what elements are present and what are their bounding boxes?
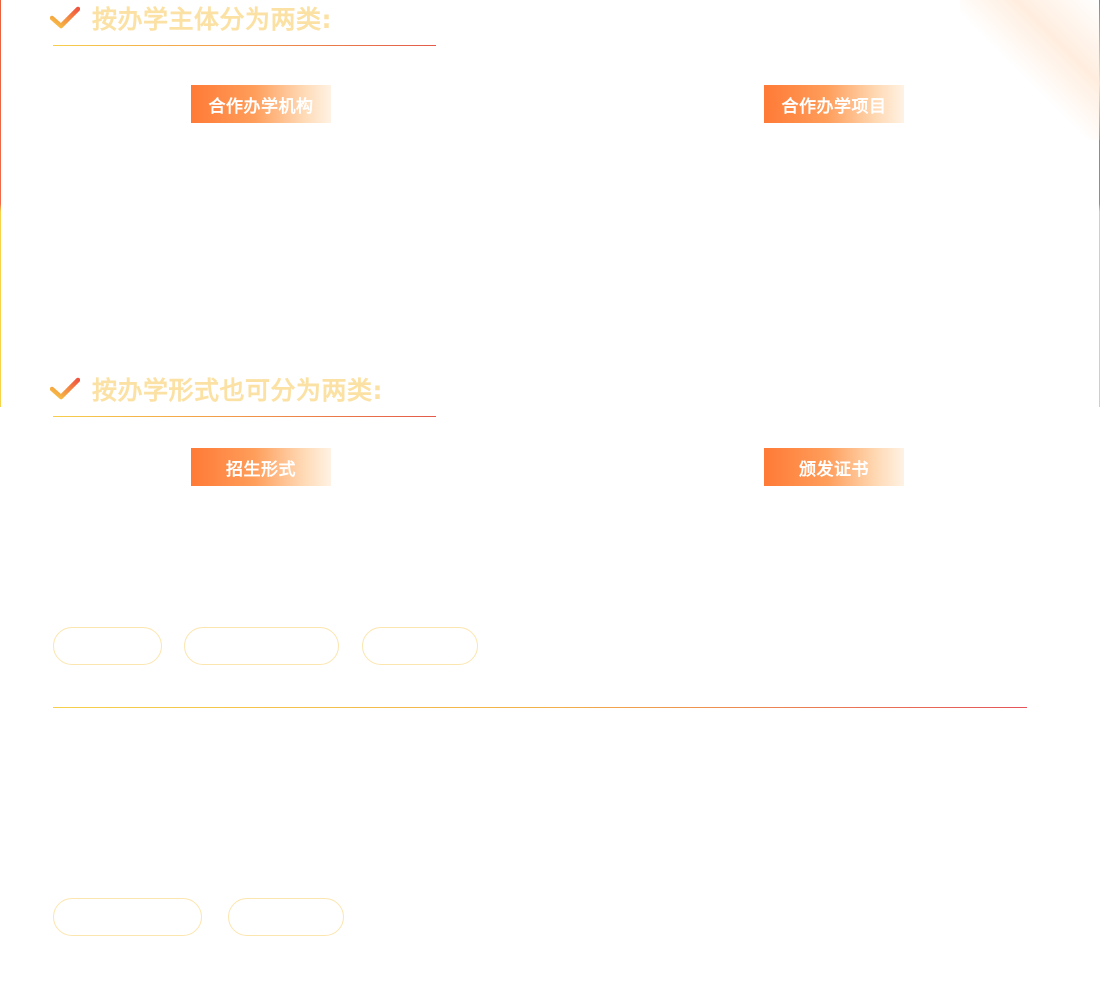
section-2-heading: 按办学形式也可分为两类: — [50, 371, 383, 407]
corner-decoration — [960, 0, 1100, 140]
option-pill[interactable] — [53, 898, 202, 936]
option-pill[interactable] — [362, 627, 478, 665]
tag-cooperative-project: 合作办学项目 — [764, 85, 904, 123]
option-pill[interactable] — [184, 627, 339, 665]
checkmark-icon — [50, 377, 80, 400]
left-frame-border — [0, 0, 1, 407]
tag-enrollment-form: 招生形式 — [191, 448, 331, 486]
section-divider — [53, 707, 1027, 708]
section-2-title: 按办学形式也可分为两类: — [92, 376, 383, 405]
option-pill[interactable] — [228, 898, 344, 936]
section-1-title: 按办学主体分为两类: — [92, 5, 332, 34]
checkmark-icon — [50, 6, 80, 29]
section-2-underline — [53, 416, 436, 417]
section-1-underline — [53, 45, 436, 46]
section-1-heading: 按办学主体分为两类: — [50, 0, 332, 36]
tag-certificate-issuance: 颁发证书 — [764, 448, 904, 486]
tag-cooperative-institution: 合作办学机构 — [191, 85, 331, 123]
option-pill[interactable] — [53, 627, 162, 665]
